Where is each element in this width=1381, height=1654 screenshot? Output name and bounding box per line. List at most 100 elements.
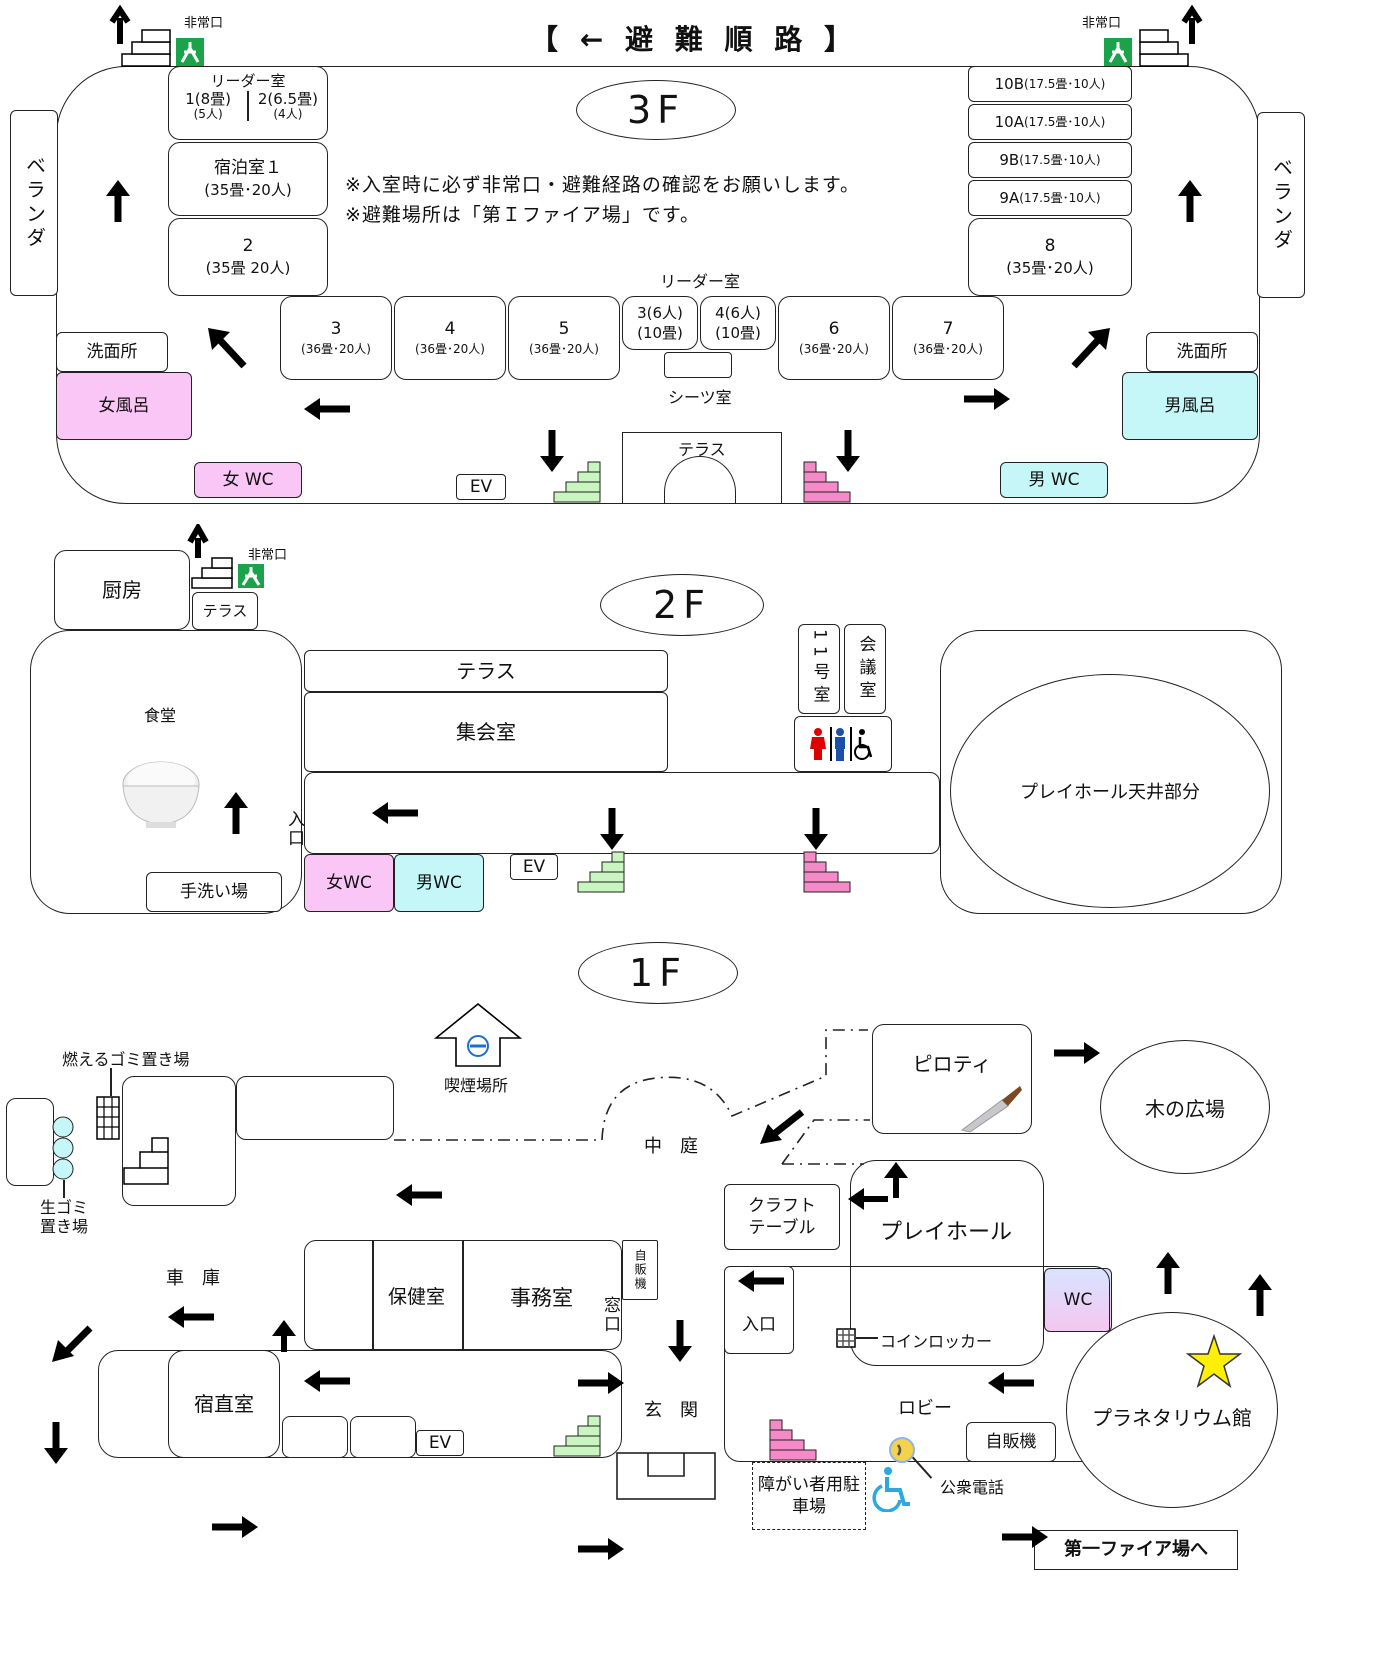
playhall-ceiling-area: [940, 630, 1282, 914]
emergency-exit-left-icon: [109, 4, 204, 67]
room-2: 2(35畳 20人): [168, 218, 328, 296]
small-room-3: 3(6人)(10畳): [622, 296, 698, 350]
planetarium: プラネタリウム館: [1066, 1312, 1278, 1508]
arrow-left-icon: [304, 1370, 350, 1392]
office-label: 事務室: [510, 1286, 573, 1310]
genkan-porch: [616, 1452, 716, 1500]
arrow-up-icon: [1248, 1274, 1272, 1316]
restroom-icon: [810, 727, 873, 761]
room-10a: 10A(17.5畳･10人): [968, 104, 1132, 140]
vending-machine-office: 自販機: [622, 1240, 658, 1300]
stairs-outline-icon: [123, 1137, 169, 1185]
stairs-pink-icon: [803, 461, 851, 503]
floor-3f-label: 3F: [576, 80, 736, 140]
small-room-4: 4(6人)(10畳): [700, 296, 776, 350]
arrow-up-icon: [224, 792, 248, 834]
arrow-left-icon: [304, 398, 350, 420]
notice-line-2: ※避難場所は「第Ｉファイア場」です。: [345, 204, 701, 226]
room-5: 5(36畳･20人): [508, 296, 620, 380]
elevator-3f: EV: [456, 474, 506, 500]
terrace-small-2f: テラス: [192, 592, 258, 630]
raw-trash-label: 生ゴミ置き場: [40, 1198, 89, 1237]
health-room-label: 保健室: [388, 1286, 446, 1308]
arrow-up-right-icon: [1071, 328, 1110, 369]
meeting-hall: 集会室: [304, 692, 668, 772]
men-wc-2f: 男WC: [394, 854, 484, 912]
arrow-left-icon: [168, 1306, 214, 1328]
tree-plaza: 木の広場: [1100, 1040, 1270, 1174]
elevator-2f: EV: [510, 854, 558, 880]
emergency-exit-label: 非常口: [184, 16, 224, 31]
terrace-2f: テラス: [304, 650, 668, 692]
elevator-1f: EV: [416, 1430, 464, 1456]
lobby-label: ロビー: [898, 1398, 952, 1419]
stairs-pink-icon: [769, 1419, 817, 1461]
coin-locker-line: [856, 1337, 878, 1339]
floor-1f-label: 1F: [578, 942, 738, 1004]
smoking-area-label: 喫煙場所: [444, 1076, 509, 1095]
playhall-ceiling: プレイホール天井部分: [950, 674, 1270, 908]
arrow-up-icon: [1178, 180, 1202, 222]
emergency-exit-right-icon: [1104, 4, 1203, 67]
small-room-a: [282, 1416, 348, 1458]
payphone-icon: [889, 1437, 915, 1463]
window-label: 窓口: [600, 1296, 620, 1334]
stairs-green-icon: [553, 1415, 601, 1457]
stay-room-1: 宿泊室１(35畳･20人): [168, 142, 328, 216]
arrow-down-icon: [540, 430, 564, 472]
building-west-2: [236, 1076, 394, 1140]
conference-room: 会議室: [844, 624, 886, 714]
arrow-down-icon: [600, 808, 624, 850]
raw-trash-line: [63, 1180, 65, 1198]
men-bath: 男風呂: [1122, 372, 1258, 440]
disabled-parking: 障がい者用駐車場: [752, 1462, 866, 1530]
rice-bowl-icon: [122, 761, 200, 828]
veranda-left: ベランダ: [10, 110, 58, 296]
arrow-right-icon: [1054, 1042, 1100, 1064]
room-9a: 9A(17.5畳･10人): [968, 180, 1132, 216]
arrow-left-icon: [988, 1372, 1034, 1394]
arrow-right-icon: [212, 1516, 258, 1538]
arrow-up-left-icon: [208, 328, 247, 369]
arrow-right-icon: [964, 388, 1010, 410]
vending-machine-lobby: 自販機: [966, 1422, 1056, 1462]
stairs-green-icon: [577, 851, 625, 893]
duty-room: 宿直室: [168, 1350, 280, 1458]
room-4: 4(36畳･20人): [394, 296, 506, 380]
room-8: 8(35畳･20人): [968, 218, 1132, 296]
arrow-down-left-icon: [52, 1325, 93, 1362]
sheet-room-box: [664, 352, 732, 378]
room-11: 11号室: [798, 624, 840, 714]
leader-room-label: リーダー室: [660, 272, 741, 291]
smoking-area-icon: [434, 1002, 522, 1067]
arrow-right-icon: [1002, 1526, 1048, 1548]
office-divider-2: [462, 1240, 464, 1350]
sheet-room-label: シーツ室: [668, 388, 732, 407]
terrace-3f-label: テラス: [678, 440, 726, 459]
genkan-label: 玄 関: [644, 1400, 698, 1421]
wheelchair-icon: [872, 1467, 910, 1512]
playhall-label: プレイホール: [880, 1220, 1013, 1245]
arrow-up-icon: [884, 1162, 908, 1198]
floor-2f-label: 2F: [600, 574, 764, 636]
piloti: ピロティ: [872, 1024, 1032, 1134]
star-icon: [1186, 1334, 1242, 1388]
room-7: 7(36畳･20人): [892, 296, 1004, 380]
coin-locker-icon: [836, 1328, 856, 1348]
raw-trash-bins-icon: [52, 1116, 74, 1180]
knife-icon: [960, 1086, 1022, 1133]
washroom-left: 洗面所: [56, 332, 168, 372]
arrow-down-left-icon: [760, 1109, 805, 1144]
arrow-down-icon: [836, 430, 860, 472]
women-wc-2f: 女WC: [304, 854, 394, 912]
emergency-exit-2f-icon: [187, 524, 264, 589]
arrow-up-icon: [106, 180, 130, 222]
payphone-label: 公衆電話: [940, 1478, 1005, 1497]
cafeteria: [30, 630, 302, 914]
arrow-left-icon: [396, 1184, 442, 1206]
arrow-left-icon: [372, 802, 418, 824]
notice-line-1: ※入室時に必ず非常口・避難経路の確認をお願いします。: [345, 174, 861, 196]
stairs-pink-icon: [803, 851, 851, 893]
arrow-down-icon: [668, 1320, 692, 1362]
arrow-right-icon: [578, 1538, 624, 1560]
